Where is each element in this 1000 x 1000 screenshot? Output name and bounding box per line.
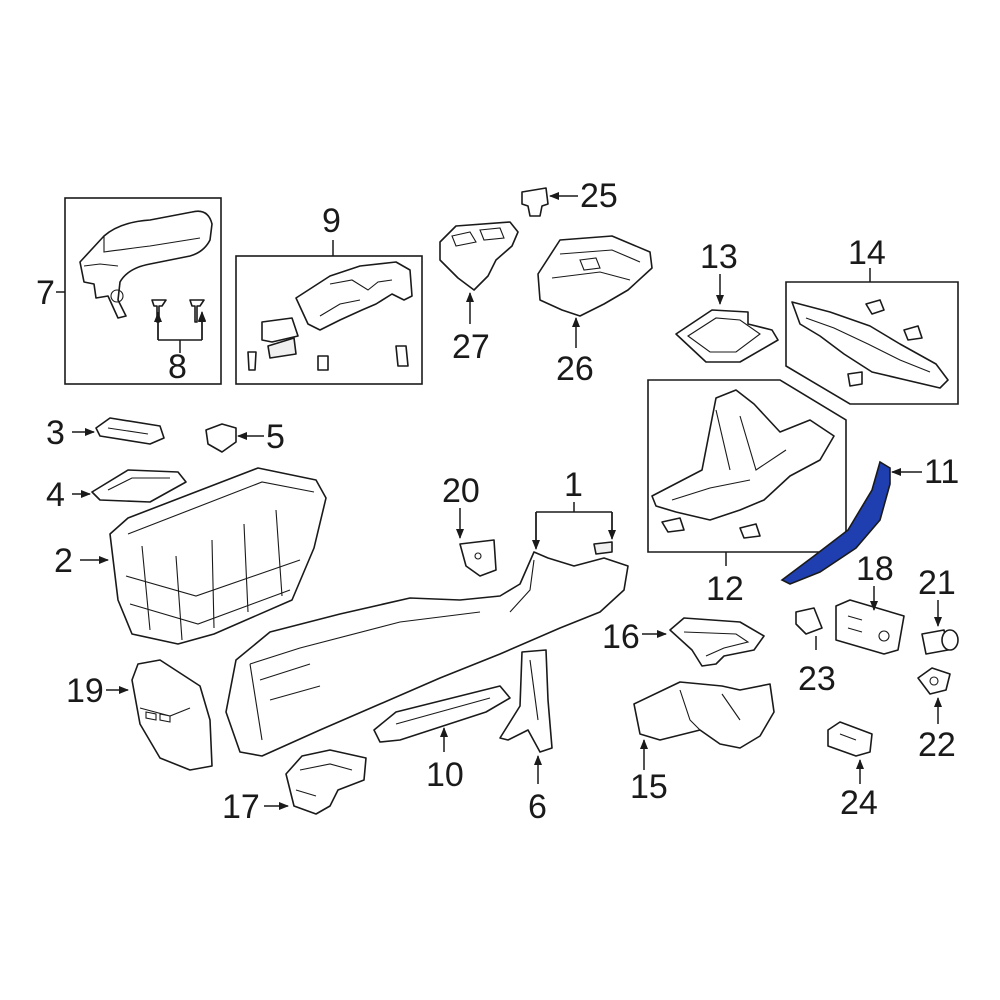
group-shift-panel: 9 [235,202,423,385]
callout-19[interactable]: 19 [66,672,104,710]
part-1-console[interactable] [225,541,629,757]
part-19[interactable] [131,659,213,771]
callout-9[interactable]: 9 [322,202,341,240]
callout-26[interactable]: 26 [556,350,594,388]
part-11-highlighted[interactable] [780,460,891,585]
part-22[interactable] [917,667,951,695]
callout-5[interactable]: 5 [266,418,285,456]
clip-screw-pair[interactable] [151,299,205,323]
callout-15[interactable]: 15 [630,768,668,806]
part-23[interactable] [795,607,823,635]
callout-16[interactable]: 16 [602,618,640,656]
group-part-14: 14 [785,234,959,405]
callout-1[interactable]: 1 [564,466,583,504]
callout-12[interactable]: 12 [706,570,744,608]
small-clips-9[interactable] [247,345,409,371]
callout-2[interactable]: 2 [54,542,73,580]
part-26[interactable] [537,235,653,317]
part-10[interactable] [373,685,511,743]
part-18[interactable] [835,599,905,655]
callout-24[interactable]: 24 [840,784,878,822]
callout-4[interactable]: 4 [46,476,65,514]
part-20[interactable] [459,539,497,577]
group-part-12: 12 [647,379,847,608]
leader-8 [157,312,202,353]
part-21[interactable] [921,629,959,655]
part-15[interactable] [633,681,775,749]
callout-17[interactable]: 17 [222,788,260,826]
box-part-9 [235,255,423,385]
part-25[interactable] [521,187,549,217]
part-17[interactable] [285,749,367,815]
callout-13[interactable]: 13 [700,238,738,276]
part-27[interactable] [439,221,519,291]
callout-20[interactable]: 20 [442,472,480,510]
part-16[interactable] [669,617,765,667]
part-6[interactable] [499,649,553,753]
box-part-14 [785,281,959,405]
part-2-storage-bin[interactable] [109,467,327,645]
callout-22[interactable]: 22 [918,726,956,764]
box-part-7 [64,197,222,385]
upper-panel-12[interactable] [651,389,835,539]
callout-23[interactable]: 23 [798,660,836,698]
callout-27[interactable]: 27 [452,328,490,366]
callout-7[interactable]: 7 [36,274,55,312]
group-armrest-lid: 7 8 [36,197,222,386]
part-4[interactable] [91,469,187,503]
shift-panel-part[interactable] [261,261,413,359]
callout-14[interactable]: 14 [848,234,886,272]
bracket-14-part[interactable] [791,299,949,389]
box-part-12 [647,379,847,553]
leader-1 [535,502,613,548]
callout-8[interactable]: 8 [168,348,187,386]
callout-18[interactable]: 18 [856,550,894,588]
callout-3[interactable]: 3 [46,414,65,452]
part-13[interactable] [675,309,779,363]
callout-11[interactable]: 11 [924,453,959,491]
callout-21[interactable]: 21 [918,564,956,602]
part-5[interactable] [205,423,237,453]
callout-25[interactable]: 25 [580,177,618,215]
callout-10[interactable]: 10 [426,756,464,794]
armrest-lid-part[interactable] [79,210,213,319]
part-24[interactable] [827,721,873,757]
callout-6[interactable]: 6 [528,788,547,826]
part-3[interactable] [95,417,165,445]
